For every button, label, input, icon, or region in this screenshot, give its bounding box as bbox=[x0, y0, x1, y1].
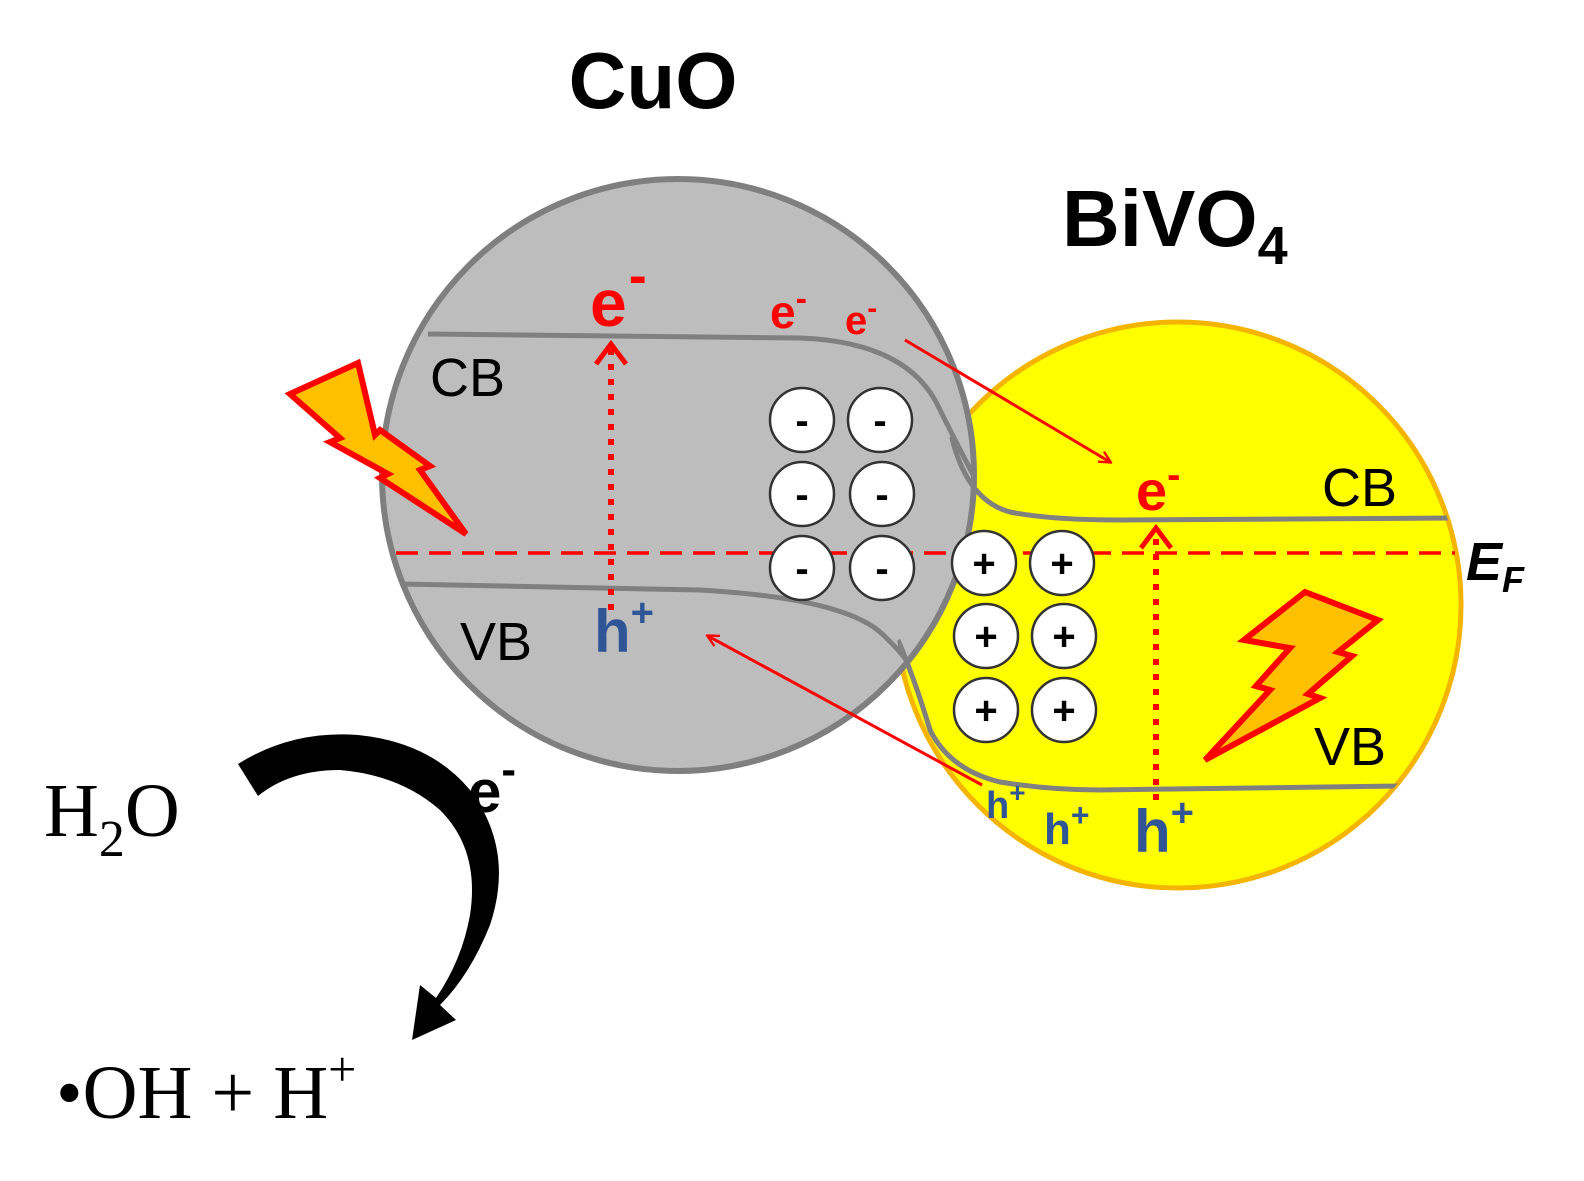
negative-charge-circle: - bbox=[768, 460, 836, 528]
product-label: •OH + H+ bbox=[56, 1041, 356, 1135]
bivo4-hole-label: h+ bbox=[986, 777, 1026, 827]
cuo-vb-label: VB bbox=[460, 612, 532, 672]
svg-text:-: - bbox=[795, 399, 808, 443]
fermi-level-label: EF bbox=[1466, 532, 1525, 600]
bivo4-cb-label: CB bbox=[1322, 458, 1397, 518]
negative-charge-circle: - bbox=[768, 386, 836, 454]
bivo4-hole-label: h+ bbox=[1044, 797, 1090, 854]
cuo-electron-label: e- bbox=[770, 280, 807, 338]
svg-text:+: + bbox=[974, 615, 997, 659]
svg-text:-: - bbox=[795, 547, 808, 591]
svg-text:-: - bbox=[795, 473, 808, 517]
electron-transfer-arrow bbox=[904, 338, 1110, 462]
reaction-electron-label: e- bbox=[468, 745, 516, 825]
cuo-excitation-arrowhead bbox=[594, 339, 628, 366]
cuo-cb-line bbox=[427, 331, 974, 480]
bivo4-vb-label: VB bbox=[1314, 717, 1386, 777]
negative-charge-circle: - bbox=[848, 534, 916, 602]
svg-text:+: + bbox=[974, 689, 997, 733]
reaction-curved-arrow-icon bbox=[238, 734, 499, 1040]
svg-text:-: - bbox=[875, 473, 888, 517]
positive-charge-circle: + bbox=[952, 602, 1020, 670]
negative-charge-circle: - bbox=[768, 534, 836, 602]
cuo-electron-label: e- bbox=[590, 246, 647, 340]
negative-charge-circle: - bbox=[848, 460, 916, 528]
svg-text:-: - bbox=[875, 547, 888, 591]
bivo4-excitation-arrowhead bbox=[1139, 523, 1173, 550]
positive-charge-circle: + bbox=[1030, 602, 1098, 670]
svg-text:+: + bbox=[1050, 542, 1073, 586]
positive-charge-circle: + bbox=[950, 529, 1018, 597]
svg-text:-: - bbox=[873, 399, 886, 443]
lightning-icon bbox=[284, 358, 469, 537]
reactant-label: H2O bbox=[44, 769, 180, 868]
cuo-electron-label: e- bbox=[845, 292, 877, 343]
positive-charge-region: + + + + + + bbox=[950, 529, 1098, 744]
bivo4-hole-label: h+ bbox=[1134, 791, 1194, 865]
hole-transfer-arrow bbox=[708, 636, 983, 787]
bivo4-cb-line bbox=[947, 429, 1456, 523]
negative-charge-region: - - - - - - bbox=[768, 386, 916, 602]
svg-text:+: + bbox=[972, 542, 995, 586]
cuo-vb-line bbox=[399, 581, 915, 670]
bivo4-vb-line bbox=[895, 639, 1401, 793]
cuo-hole-label: h+ bbox=[594, 591, 654, 665]
positive-charge-circle: + bbox=[952, 676, 1020, 744]
svg-text:+: + bbox=[1052, 615, 1075, 659]
bivo4-electron-label: e- bbox=[1136, 453, 1180, 522]
cuo-cb-label: CB bbox=[430, 348, 505, 408]
positive-charge-circle: + bbox=[1028, 529, 1096, 597]
cuo-title: CuO bbox=[569, 36, 738, 125]
svg-text:+: + bbox=[1052, 689, 1075, 733]
positive-charge-circle: + bbox=[1030, 676, 1098, 744]
lightning-icon bbox=[1202, 588, 1384, 763]
bivo4-title: BiVO4 bbox=[1062, 174, 1288, 276]
negative-charge-circle: - bbox=[846, 386, 914, 454]
